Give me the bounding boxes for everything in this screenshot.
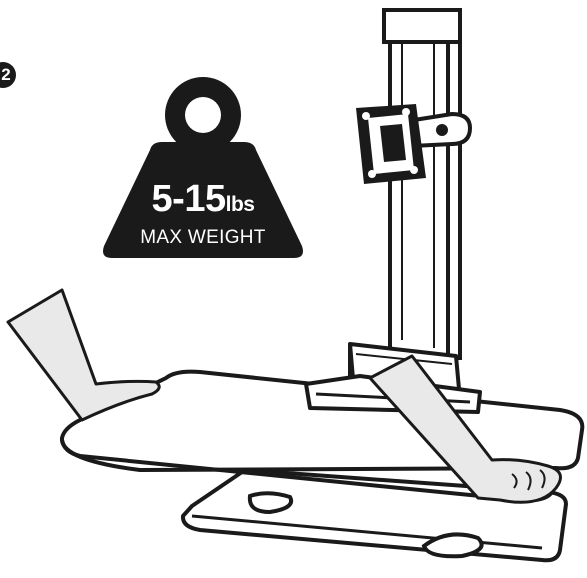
vesa-mount-icon: [356, 104, 472, 184]
left-hand: [6, 288, 161, 422]
weight-unit: lbs: [225, 193, 255, 216]
weight-range: 5-15lbs: [108, 178, 298, 221]
step-number: 2: [1, 65, 11, 84]
kettlebell-weight-icon: [103, 77, 303, 258]
max-weight-label: 5-15lbs MAX WEIGHT: [108, 178, 298, 249]
right-hand: [368, 354, 562, 504]
step-number-badge: 2: [0, 62, 16, 88]
desk-base: [180, 468, 568, 563]
weight-caption: MAX WEIGHT: [140, 227, 266, 248]
weight-range-value: 5-15: [151, 178, 227, 220]
monitor-column: [382, 8, 462, 362]
